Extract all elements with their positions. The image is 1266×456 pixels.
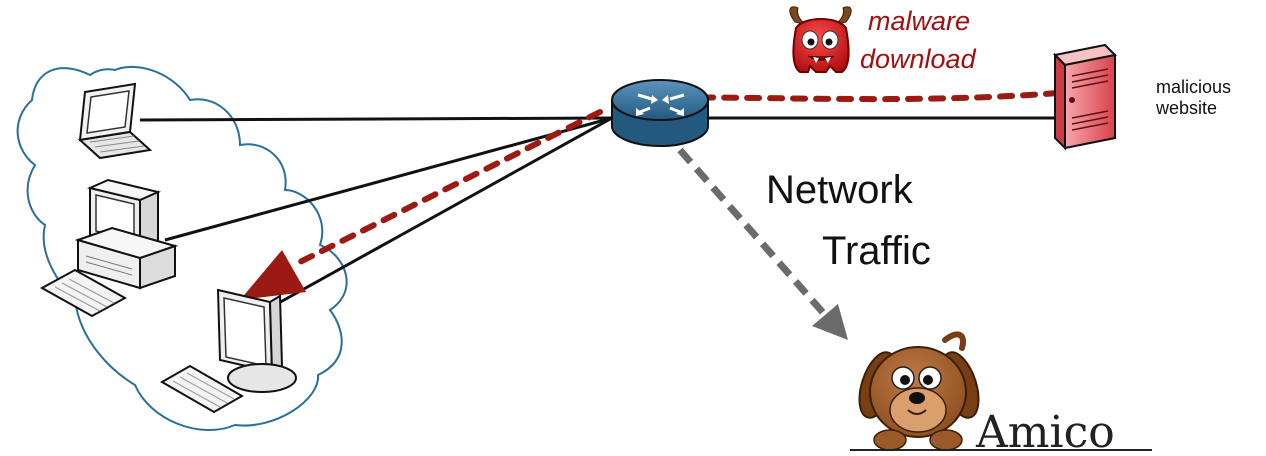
network-traffic-arrow: [677, 147, 848, 340]
server-icon: [1052, 43, 1118, 151]
traffic-label-line2: Traffic: [822, 229, 931, 273]
site-label-line2: website: [1155, 98, 1217, 118]
desktop-computer-icon: [39, 178, 179, 318]
amico-brand: Amico: [975, 407, 1115, 456]
link-desktop-router: [164, 116, 613, 242]
link-laptop-router: [139, 116, 613, 122]
network-links: [139, 116, 1058, 307]
workstation-monitor-icon: [159, 288, 297, 414]
link-workstation-router: [274, 116, 613, 307]
dog-mascot-icon: [850, 331, 1152, 451]
laptop-icon: [77, 82, 153, 160]
malware-label-line2: download: [860, 44, 977, 74]
traffic-label-line1: Network: [766, 168, 914, 212]
malware-arrowhead: [240, 250, 306, 300]
traffic-arrowhead: [812, 304, 848, 340]
cloud-icon: [16, 65, 348, 431]
devil-monster-icon: [789, 6, 852, 73]
malware-label-line1: malware: [868, 6, 970, 36]
site-label-line1: malicious: [1156, 77, 1231, 97]
router-icon: [611, 79, 709, 147]
